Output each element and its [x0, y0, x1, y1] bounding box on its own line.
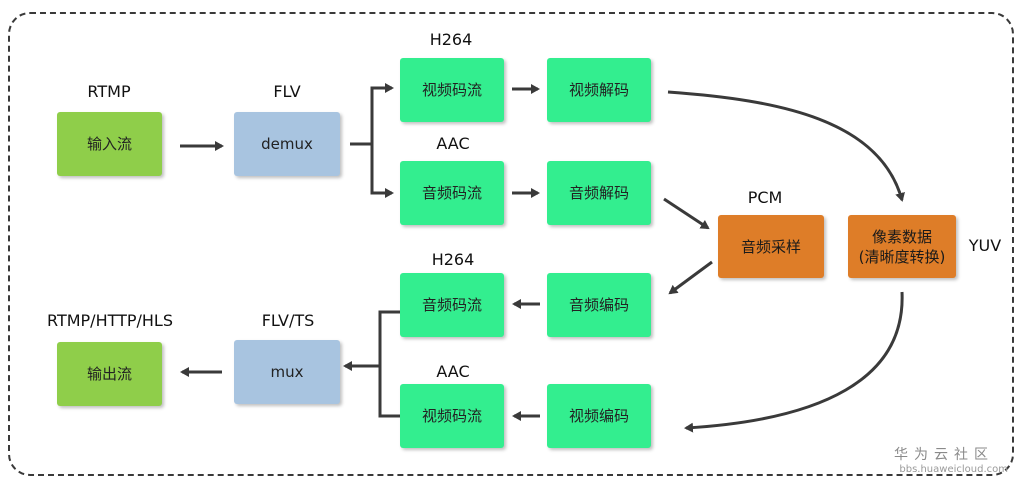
arrow-pixel-to-video-encode [684, 291, 904, 433]
audio-encode-box: 音频编码 [547, 273, 651, 337]
audio-sampling-box: 音频采样 [718, 215, 824, 278]
audio-stream-bottom-text: 音频码流 [421, 296, 482, 314]
diagram-frame [8, 12, 1014, 476]
label-yuv: YUV [968, 236, 1002, 255]
arrow-audio-decode-to-sampling [663, 197, 710, 230]
demux-box: demux [234, 112, 340, 176]
video-stream-bottom-text: 视频码流 [421, 407, 482, 425]
pixel-data-text-line2: (清晰度转换) [858, 247, 946, 266]
input-stream-box: 输入流 [57, 112, 162, 176]
audio-sampling-text: 音频采样 [740, 237, 801, 256]
audio-stream-bottom-box: 音频码流 [400, 273, 504, 337]
arrow-demux-branch [350, 86, 392, 146]
label-h264-bottom: H264 [431, 250, 475, 269]
video-encode-text: 视频编码 [568, 407, 629, 425]
label-aac-top: AAC [436, 134, 470, 153]
audio-decode-box: 音频解码 [547, 161, 651, 225]
label-flv-ts-output: FLV/TS [261, 311, 315, 330]
demux-text: demux [261, 135, 313, 153]
video-decode-box: 视频解码 [547, 58, 651, 122]
audio-stream-top-text: 音频码流 [421, 184, 482, 202]
label-pcm: PCM [747, 188, 783, 207]
output-stream-text: 输出流 [86, 365, 132, 383]
label-aac-bottom: AAC [436, 362, 470, 381]
pixel-data-text-line1: 像素数据 [871, 227, 932, 246]
input-stream-text: 输入流 [86, 135, 132, 153]
label-rtmp-output: RTMP/HTTP/HLS [46, 311, 174, 330]
video-stream-bottom-box: 视频码流 [400, 384, 504, 448]
arrow-sampling-to-encode [668, 260, 713, 295]
audio-stream-top-box: 音频码流 [400, 161, 504, 225]
label-h264-top: H264 [429, 30, 473, 49]
label-rtmp-input: RTMP [87, 82, 131, 101]
mux-text: mux [270, 363, 304, 381]
arrow-streams-merge [378, 310, 400, 418]
mux-box: mux [234, 340, 340, 404]
video-decode-text: 视频解码 [568, 81, 629, 99]
watermark-title: 华为云社区 [894, 447, 994, 463]
pixel-data-box: 像素数据 (清晰度转换) [848, 215, 956, 278]
video-encode-box: 视频编码 [547, 384, 651, 448]
video-stream-top-box: 视频码流 [400, 58, 504, 122]
audio-decode-text: 音频解码 [568, 184, 629, 202]
arrow-decode-to-pixel [667, 90, 905, 202]
watermark-url: bbs.huaweicloud.com [899, 464, 1008, 475]
arrow-demux-to-audio [370, 144, 394, 198]
video-stream-top-text: 视频码流 [421, 81, 482, 99]
label-flv-input: FLV [273, 82, 301, 101]
audio-encode-text: 音频编码 [568, 296, 629, 314]
output-stream-box: 输出流 [57, 342, 162, 406]
